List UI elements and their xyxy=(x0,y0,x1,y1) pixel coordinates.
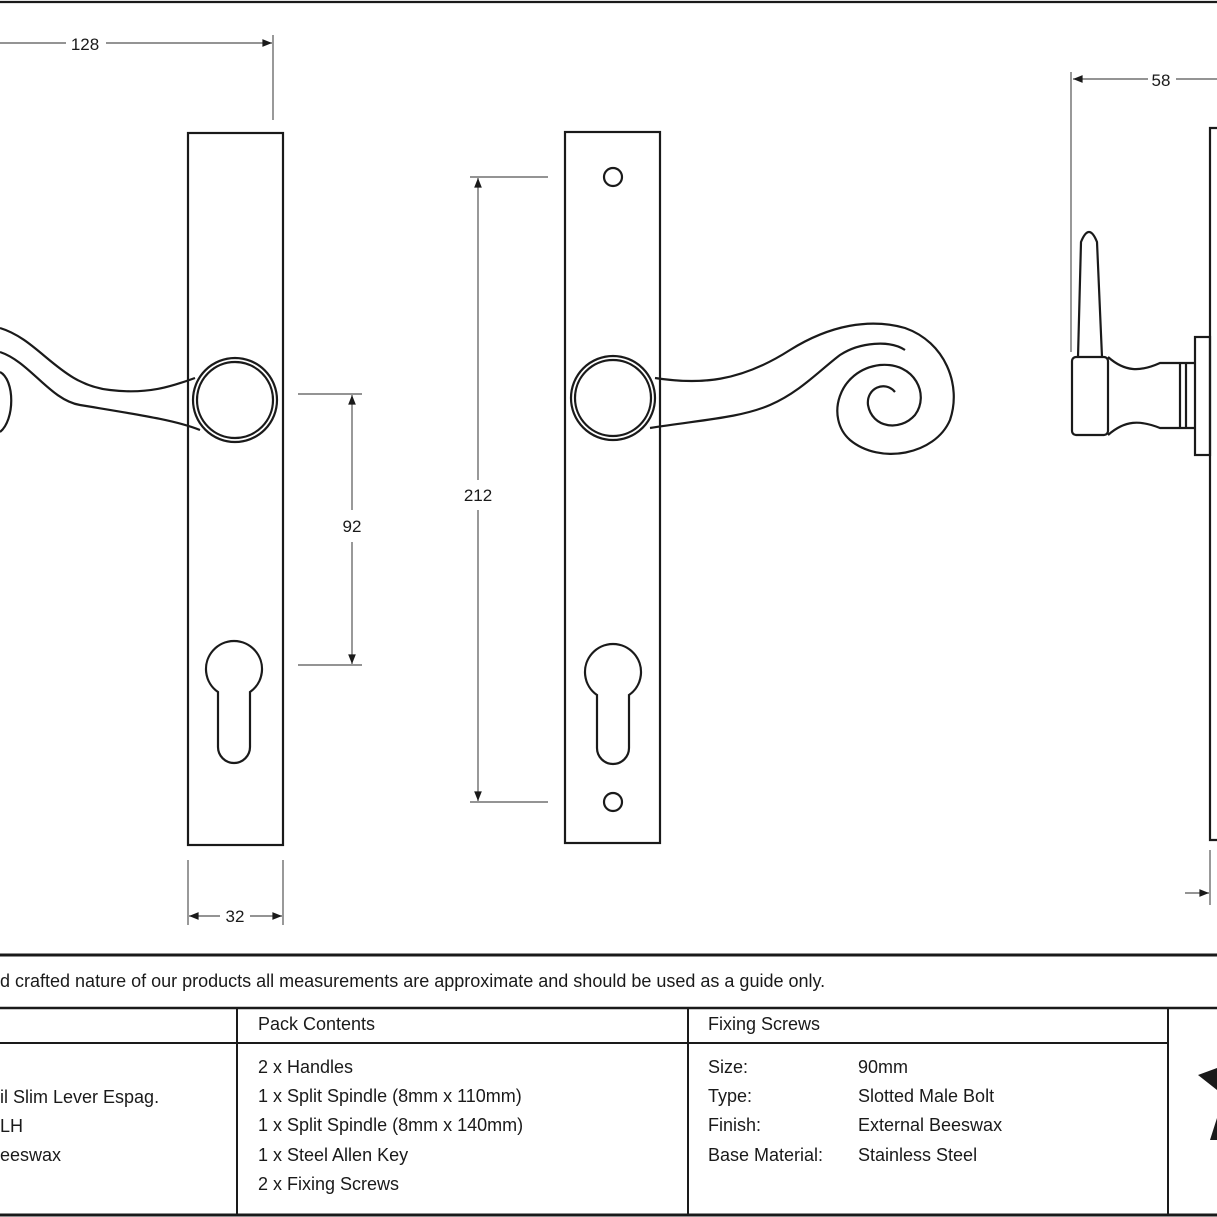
backplate xyxy=(563,130,662,845)
pack-item: 1 x Steel Allen Key xyxy=(258,1145,409,1165)
dim-92: 92 xyxy=(343,517,362,536)
fixing-hole xyxy=(602,791,624,813)
pack-contents-header: Pack Contents xyxy=(258,1014,376,1034)
spec-value: Slotted Male Bolt xyxy=(858,1086,995,1106)
keyhole xyxy=(583,643,643,766)
dim-212: 212 xyxy=(464,486,492,505)
product-line: il Slim Lever Espag. xyxy=(0,1087,160,1107)
spec-label: Base Material: xyxy=(708,1145,824,1165)
dim-58: 58 xyxy=(1152,71,1171,90)
spec-label: Finish: xyxy=(708,1115,762,1135)
fixing-screws-header: Fixing Screws xyxy=(708,1014,821,1034)
product-line: LH xyxy=(0,1116,24,1136)
fixing-hole xyxy=(602,166,624,188)
side-knob xyxy=(1070,355,1110,437)
keyhole xyxy=(204,640,264,765)
side-view: 58 xyxy=(1070,71,1217,905)
side-rosette xyxy=(1193,335,1212,457)
lever-arm xyxy=(0,326,201,432)
disclaimer-text: d crafted nature of our products all mea… xyxy=(0,971,826,991)
front-view-middle: 212 xyxy=(464,130,955,845)
spec-value: 90mm xyxy=(858,1057,909,1077)
spec-value: Stainless Steel xyxy=(858,1145,978,1165)
pack-item: 2 x Handles xyxy=(258,1057,354,1077)
spec-label: Size: xyxy=(708,1057,749,1077)
dim-128: 128 xyxy=(71,35,99,54)
backplate xyxy=(186,131,285,847)
product-line: eeswax xyxy=(0,1145,62,1165)
dim-32: 32 xyxy=(226,907,245,926)
logo-mark xyxy=(1198,1068,1217,1140)
pack-item: 1 x Split Spindle (8mm x 110mm) xyxy=(258,1086,522,1106)
pack-item: 1 x Split Spindle (8mm x 140mm) xyxy=(258,1115,524,1135)
spec-label: Type: xyxy=(708,1086,753,1106)
scroll-lever xyxy=(649,322,955,455)
info-table-grid xyxy=(0,953,1217,1217)
spec-value: External Beeswax xyxy=(858,1115,1003,1135)
front-view-left: 128 32 92 xyxy=(0,32,362,926)
rosette xyxy=(191,356,279,444)
side-lever-tip xyxy=(1076,230,1104,358)
side-backplate xyxy=(1208,126,1217,842)
rosette xyxy=(569,354,657,442)
pack-item: 2 x Fixing Screws xyxy=(258,1174,400,1194)
